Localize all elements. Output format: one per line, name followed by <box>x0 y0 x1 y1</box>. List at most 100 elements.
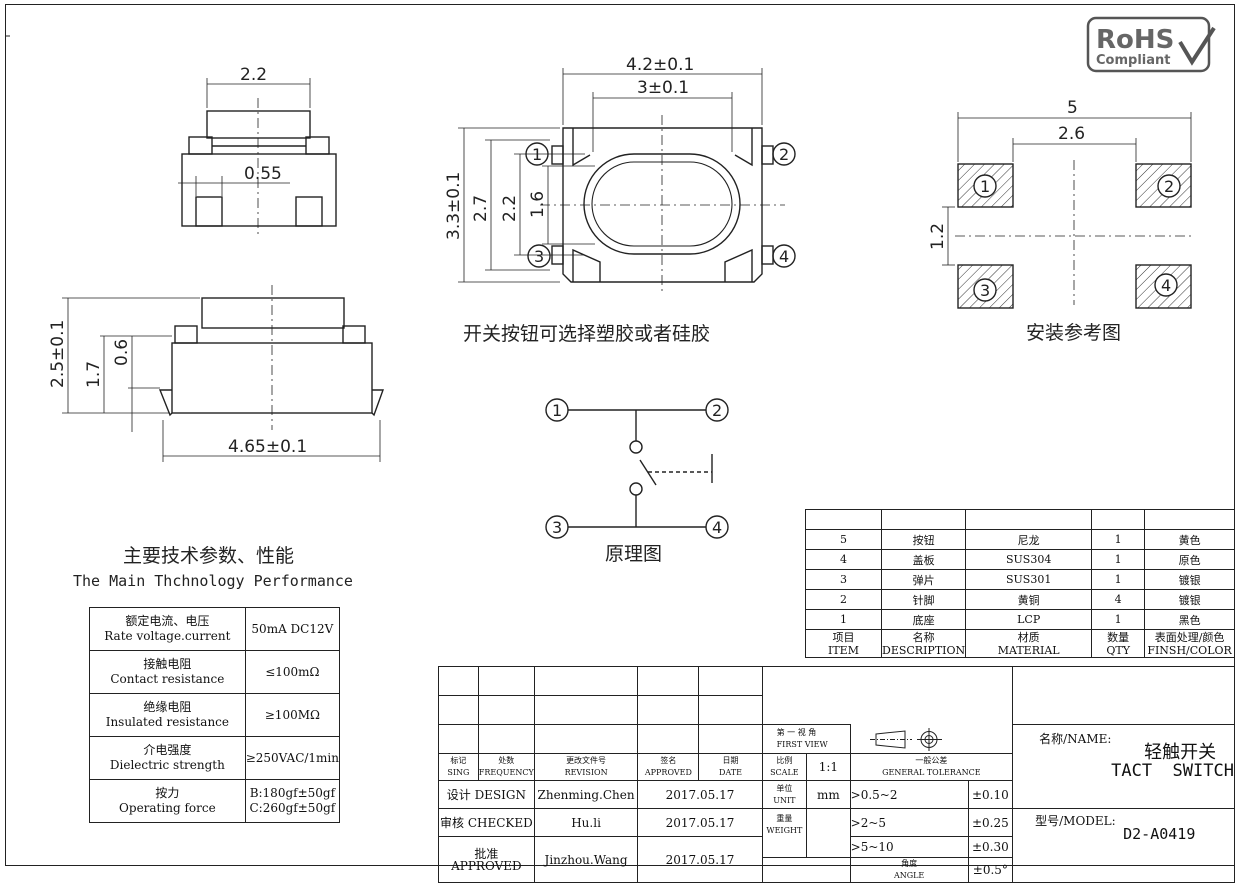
bom-desc: 底座 <box>880 609 967 630</box>
angle-en: ANGLE <box>893 871 925 880</box>
bom-desc: 弹片 <box>880 569 967 590</box>
name-label: 名称/NAME: <box>1039 732 1112 746</box>
tol-range-2: >2~5 <box>849 808 969 837</box>
tol-value-2: ±0.25 <box>967 808 1014 837</box>
tol-en: GENERAL TOLERANCE <box>882 768 981 777</box>
param-en: Rate voltage.current <box>104 629 231 643</box>
top-pin-1: 1 <box>532 145 542 164</box>
bom-material: LCP <box>965 609 1093 630</box>
top-pin-4: 4 <box>779 247 789 266</box>
bom-desc: 按钮 <box>880 529 967 550</box>
bom-material: 黄铜 <box>965 589 1093 610</box>
bom-qty: 1 <box>1091 549 1146 570</box>
angle-tol: ±0.5° <box>967 857 1014 883</box>
angle-cn: 角度 <box>901 859 918 868</box>
approve-label: 批准 APPROVED <box>438 836 535 883</box>
bom-item: 3 <box>805 569 882 590</box>
approve-date: 2017.05.17 <box>637 836 763 883</box>
schematic-drawing <box>545 398 729 539</box>
scale-cn: 比例 <box>776 756 793 765</box>
bom-hdr-mat-cn: 材质 <box>1017 630 1040 644</box>
fp-pin-3: 3 <box>980 281 990 300</box>
table-row: 3 弹片 SUS301 1 镀银 <box>805 569 1235 590</box>
hdr-rev-en: REVISION <box>564 768 608 777</box>
bom-finish: 原色 <box>1144 549 1235 570</box>
param-value: B:180gf±50gf <box>249 786 336 800</box>
sch-pin-4: 4 <box>712 518 722 537</box>
top-pin-3: 3 <box>534 247 544 266</box>
model-label: 型号/MODEL: <box>1035 814 1116 828</box>
top-dim-h2: 2.7 <box>471 195 491 222</box>
footprint-caption: 安装参考图 <box>1026 322 1121 344</box>
front-dim-06: 0.6 <box>112 339 132 366</box>
table-row: 2 针脚 黄铜 4 镀银 <box>805 589 1235 610</box>
schematic-caption: 原理图 <box>605 543 662 565</box>
bom-finish: 黄色 <box>1144 529 1235 550</box>
sch-pin-1: 1 <box>552 401 562 420</box>
sch-pin-2: 2 <box>712 401 722 420</box>
param-value: ≥100MΩ <box>244 693 341 737</box>
hdr-sign-cn: 标记 <box>450 756 467 765</box>
param-value: ≤100mΩ <box>244 650 341 694</box>
sch-pin-3: 3 <box>552 518 562 537</box>
bom-hdr-qty-en: QTY <box>1106 643 1130 657</box>
param-en: Dielectric strength <box>109 758 225 772</box>
param-cn: 接触电阻 <box>143 657 192 671</box>
design-date: 2017.05.17 <box>637 780 763 809</box>
bom-hdr-item-cn: 项目 <box>832 630 855 644</box>
param-value-2: C:260gf±50gf <box>249 801 336 815</box>
checked-date: 2017.05.17 <box>637 808 763 837</box>
hdr-freq-en: FREQUENCY <box>478 768 534 777</box>
top-dim-h4: 1.6 <box>528 191 548 218</box>
param-en: Operating force <box>119 801 216 815</box>
checkmark-icon <box>1178 26 1216 66</box>
bom-desc: 针脚 <box>880 589 967 610</box>
hdr-appr-en: APPROVED <box>644 768 692 777</box>
table-row: 批准 APPROVED Jinzhou.Wang 2017.05.17 >5~1… <box>438 836 1235 883</box>
param-cn: 额定电流、电压 <box>125 614 210 628</box>
name-en: TACT SWITCH <box>1111 761 1234 781</box>
approve-name: Jinzhou.Wang <box>533 836 639 883</box>
design-label: 设计 DESIGN <box>438 780 535 809</box>
design-name: Zhenming.Chen <box>533 780 639 809</box>
param-value: 50mA DC12V <box>244 607 341 651</box>
model-value: D2-A0419 <box>1123 825 1196 843</box>
bom-item: 5 <box>805 529 882 550</box>
top-view-caption: 开关按钮可选择塑胶或者硅胶 <box>463 323 710 345</box>
scale-en: SCALE <box>770 768 799 777</box>
rohs-logo-line1: RoHS <box>1096 25 1174 55</box>
perf-title-cn: 主要技术参数、性能 <box>123 545 294 567</box>
fp-dim-h: 1.2 <box>928 223 948 250</box>
param-en: Insulated resistance <box>105 715 229 729</box>
bom-finish: 镀银 <box>1144 569 1235 590</box>
bom-material: 尼龙 <box>965 529 1093 550</box>
weight-en: WEIGHT <box>766 826 803 835</box>
bom-hdr-item-en: ITEM <box>828 643 859 657</box>
scale-value: 1:1 <box>806 753 851 781</box>
front-view-drawing <box>62 285 384 462</box>
hdr-date-en: DATE <box>719 768 742 777</box>
table-row <box>805 509 1235 530</box>
bom-item: 1 <box>805 609 882 630</box>
param-value: ≥250VAC/1min <box>244 736 341 780</box>
top-pin-2: 2 <box>779 145 789 164</box>
bom-finish: 镀银 <box>1144 589 1235 610</box>
bom-material: SUS301 <box>965 569 1093 590</box>
perf-title-en: The Main Thchnology Performance <box>73 572 353 590</box>
top-dim-h1: 3.3±0.1 <box>444 172 464 240</box>
bom-qty: 4 <box>1091 589 1146 610</box>
bom-qty: 1 <box>1091 609 1146 630</box>
table-row <box>438 695 1235 725</box>
rohs-logo-line2: Compliant <box>1096 53 1170 68</box>
top-dim-h3: 2.2 <box>500 195 520 222</box>
unit-en: UNIT <box>773 795 796 805</box>
table-row: 1 底座 LCP 1 黑色 <box>805 609 1235 630</box>
